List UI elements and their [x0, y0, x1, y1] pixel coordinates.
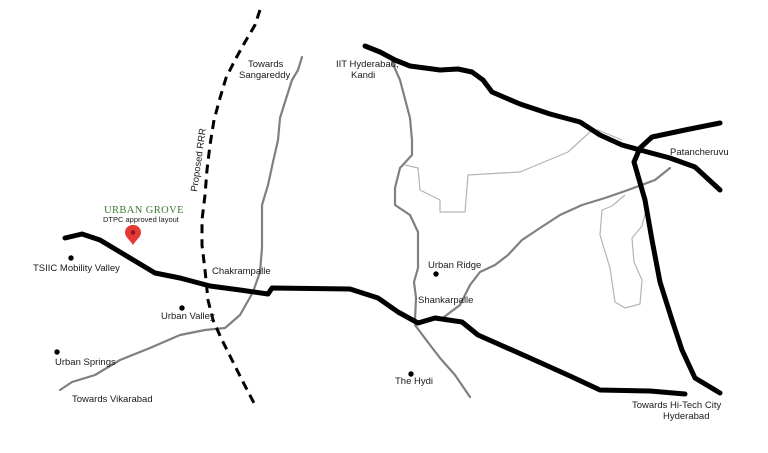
label-shankarpalle: Shankarpalle	[418, 295, 473, 306]
label-towards-sangareddy-1: Towards	[248, 59, 284, 70]
minor-road-east	[599, 194, 647, 309]
road-towards-sangareddy	[58, 55, 304, 392]
label-towards-sangareddy-2: Sangareddy	[239, 70, 290, 81]
dot-icon	[433, 271, 439, 277]
highway-kandi-patancheruvu	[362, 43, 723, 193]
highway-patancheruvu-hitech	[631, 120, 723, 396]
dot-icon	[179, 305, 185, 311]
proposed-rrr-road	[200, 9, 262, 406]
dot-icon	[408, 371, 414, 377]
label-urban-springs: Urban Springs	[55, 357, 116, 368]
minor-roads	[404, 129, 647, 309]
road-kandi-shankarpalle	[390, 60, 420, 322]
label-towards-vikarabad: Towards Vikarabad	[72, 394, 153, 405]
label-chakrampalle: Chakrampalle	[212, 266, 271, 277]
minor-road-network	[404, 129, 623, 213]
label-tsiic-mobility-valley: TSIIC Mobility Valley	[33, 263, 120, 274]
brand-subtitle: DTPC approved layout	[103, 215, 180, 224]
label-the-hydi: The Hydi	[395, 376, 433, 387]
road-the-hydi	[413, 323, 472, 399]
brand-title: URBAN GROVE	[104, 205, 184, 216]
highway-vikarabad-hyderabad	[62, 231, 688, 397]
secondary-roads	[58, 55, 672, 399]
label-kandi: Kandi	[351, 70, 375, 81]
dot-icon	[68, 255, 74, 261]
label-iit-hyderabad: IIT Hyderabad,	[336, 59, 399, 70]
label-towards-hitech-city: Towards Hi-Tech City	[632, 400, 721, 411]
label-urban-valley: Urban Valley	[161, 311, 215, 322]
label-hyderabad: Hyderabad	[663, 411, 709, 422]
road-patancheruvu-shankarpalle	[438, 166, 672, 322]
dot-icon	[54, 349, 60, 355]
label-urban-ridge: Urban Ridge	[428, 260, 481, 271]
major-roads	[62, 43, 723, 397]
map-pin-icon[interactable]	[125, 225, 141, 245]
place-dots	[54, 255, 439, 377]
label-patancheruvu: Patancheruvu	[670, 147, 729, 158]
